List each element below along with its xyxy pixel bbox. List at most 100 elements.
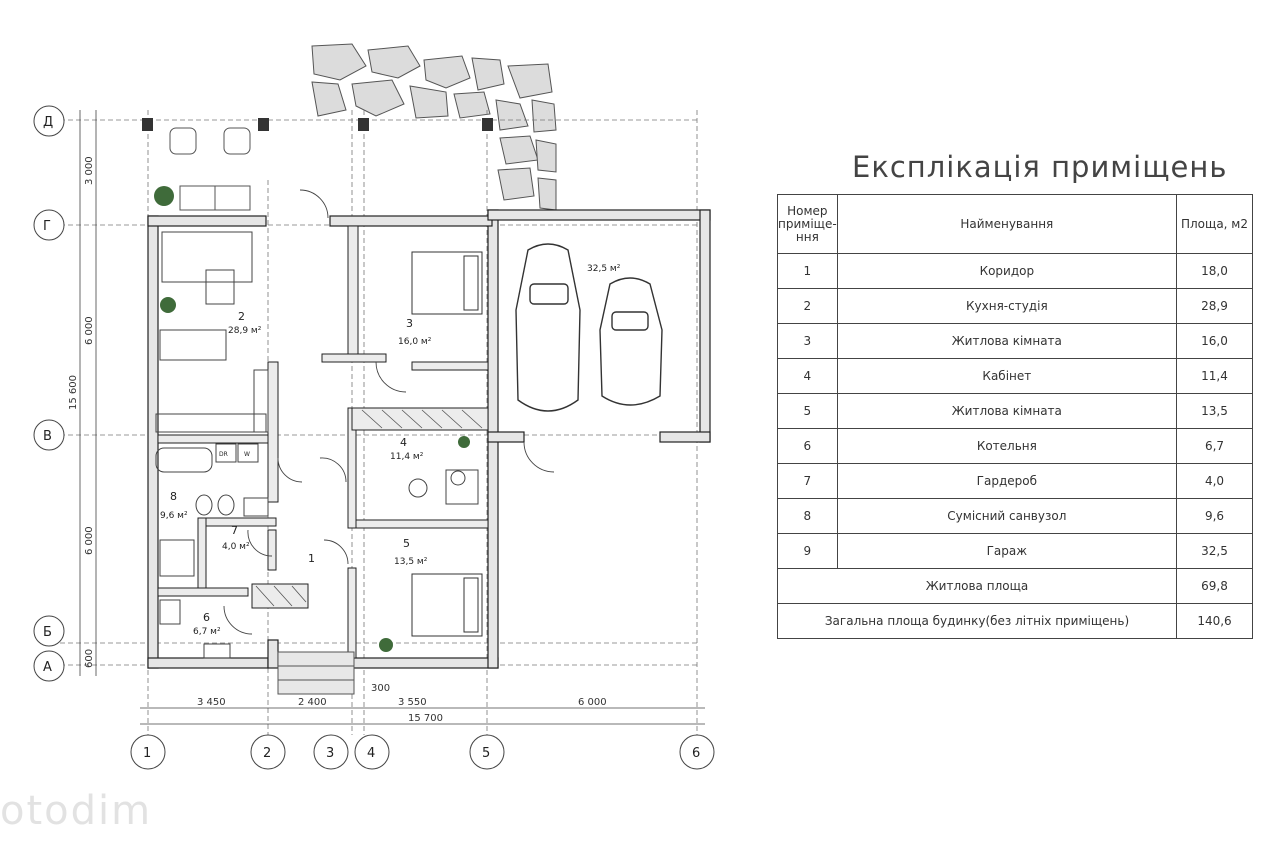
washer-label: W <box>244 451 250 458</box>
terrace-furniture <box>169 127 251 211</box>
axis-label-a: А <box>43 660 52 675</box>
axis-label-g: Г <box>43 219 51 234</box>
bed-icon <box>411 251 483 637</box>
row-number: 4 <box>777 358 838 394</box>
row-area: 32,5 <box>1176 533 1253 569</box>
table-row: 1 Коридор 18,0 <box>777 253 1253 289</box>
dim-left-6000-top: 6 000 <box>84 316 95 345</box>
dim-left-3000: 3 000 <box>84 156 95 185</box>
dim-bottom-300: 300 <box>371 683 390 694</box>
row-area: 16,0 <box>1176 323 1253 359</box>
row-number: 1 <box>777 253 838 289</box>
header-name: Найменування <box>836 194 1178 254</box>
room-2-area: 28,9 м² <box>228 326 262 336</box>
table-row: 5 Житлова кімната 13,5 <box>777 393 1253 429</box>
room-3-area: 16,0 м² <box>398 337 432 347</box>
room-8-area: 9,6 м² <box>160 511 188 521</box>
row-area: 6,7 <box>1176 428 1253 464</box>
table-header-row: Номер примiще-ння Найменування Площа, м2 <box>777 194 1253 254</box>
bottom-axis-circles <box>130 734 715 770</box>
explication-title: Експлікація приміщень <box>852 150 1228 184</box>
table-row: 3 Житлова кімната 16,0 <box>777 323 1253 359</box>
room-5-area: 13,5 м² <box>394 557 428 567</box>
room-1-number: 1 <box>308 552 315 565</box>
header-number: Номер примiще-ння <box>777 194 838 254</box>
row-number: 9 <box>777 533 838 569</box>
dim-bottom-3550: 3 550 <box>398 697 427 708</box>
left-dimension-line <box>79 110 97 676</box>
room-9-area: 32,5 м² <box>587 264 621 274</box>
left-axis-circles <box>33 105 65 682</box>
stone-paving <box>311 43 557 211</box>
row-name: Кабінет <box>836 358 1178 394</box>
row-number: 8 <box>777 498 838 534</box>
dim-bottom-2400: 2 400 <box>298 697 327 708</box>
row-number: 3 <box>777 323 838 359</box>
dim-bottom-6000: 6 000 <box>578 697 607 708</box>
terrace-columns <box>142 118 493 131</box>
bathroom-fixtures <box>155 443 269 659</box>
axis-label-3: 3 <box>326 746 334 761</box>
wardrobe-hatch <box>255 409 483 607</box>
row-name: Житлова кімната <box>836 323 1178 359</box>
explication-table: Номер примiще-ння Найменування Площа, м2… <box>777 194 1253 639</box>
total-value: 140,6 <box>1176 603 1253 639</box>
door-swings <box>223 189 555 635</box>
room-6-area: 6,7 м² <box>193 627 221 637</box>
row-name: Гараж <box>836 533 1178 569</box>
total-label: Загальна площа будинку(без літніх приміщ… <box>777 603 1177 639</box>
dim-bottom-15700: 15 700 <box>408 713 443 724</box>
watermark-logo: otodim <box>0 788 153 834</box>
row-number: 7 <box>777 463 838 499</box>
axis-label-v: В <box>43 429 52 444</box>
room-5-number: 5 <box>403 537 410 550</box>
room-7-number: 7 <box>231 524 238 537</box>
row-name: Коридор <box>836 253 1178 289</box>
dim-left-600: 600 <box>84 649 95 668</box>
table-row: 6 Котельня 6,7 <box>777 428 1253 464</box>
room-8-number: 8 <box>170 490 177 503</box>
row-name: Житлова кімната <box>836 393 1178 429</box>
row-area: 18,0 <box>1176 253 1253 289</box>
row-name: Котельня <box>836 428 1178 464</box>
table-row: 9 Гараж 32,5 <box>777 533 1253 569</box>
room-2-number: 2 <box>238 310 245 323</box>
room-6-number: 6 <box>203 611 210 624</box>
row-area: 11,4 <box>1176 358 1253 394</box>
interior-walls <box>157 225 489 659</box>
row-name: Гардероб <box>836 463 1178 499</box>
total-row: Загальна площа будинку(без літніх приміщ… <box>777 603 1253 639</box>
room-7-area: 4,0 м² <box>222 542 250 552</box>
dim-bottom-3450: 3 450 <box>197 697 226 708</box>
total-label: Житлова площа <box>777 568 1177 604</box>
total-row: Житлова площа 69,8 <box>777 568 1253 604</box>
exterior-walls <box>147 209 711 669</box>
office-furniture <box>408 469 479 505</box>
total-value: 69,8 <box>1176 568 1253 604</box>
axis-label-1: 1 <box>143 746 151 761</box>
row-number: 6 <box>777 428 838 464</box>
room-4-area: 11,4 м² <box>390 452 424 462</box>
axis-label-2: 2 <box>263 746 271 761</box>
table-row: 4 Кабінет 11,4 <box>777 358 1253 394</box>
room-3-number: 3 <box>406 317 413 330</box>
dim-left-6000-bottom: 6 000 <box>84 526 95 555</box>
kitchen-furniture <box>155 231 269 433</box>
floor-plan: DR W 1 2 28,9 м² 3 16,0 м² 4 11,4 м² 5 1… <box>33 43 715 770</box>
table-row: 2 Кухня-студія 28,9 <box>777 288 1253 324</box>
dryer-label: DR <box>219 451 228 458</box>
row-area: 9,6 <box>1176 498 1253 534</box>
table-row: 7 Гардероб 4,0 <box>777 463 1253 499</box>
row-area: 28,9 <box>1176 288 1253 324</box>
axis-label-b: Б <box>43 625 52 640</box>
row-area: 4,0 <box>1176 463 1253 499</box>
dim-left-15600: 15 600 <box>68 375 79 410</box>
axis-label-5: 5 <box>482 746 490 761</box>
row-area: 13,5 <box>1176 393 1253 429</box>
row-number: 5 <box>777 393 838 429</box>
axis-label-4: 4 <box>367 746 375 761</box>
car-icon <box>515 243 663 412</box>
bottom-dimension-line <box>140 707 705 725</box>
row-number: 2 <box>777 288 838 324</box>
plant-icon <box>154 186 470 652</box>
